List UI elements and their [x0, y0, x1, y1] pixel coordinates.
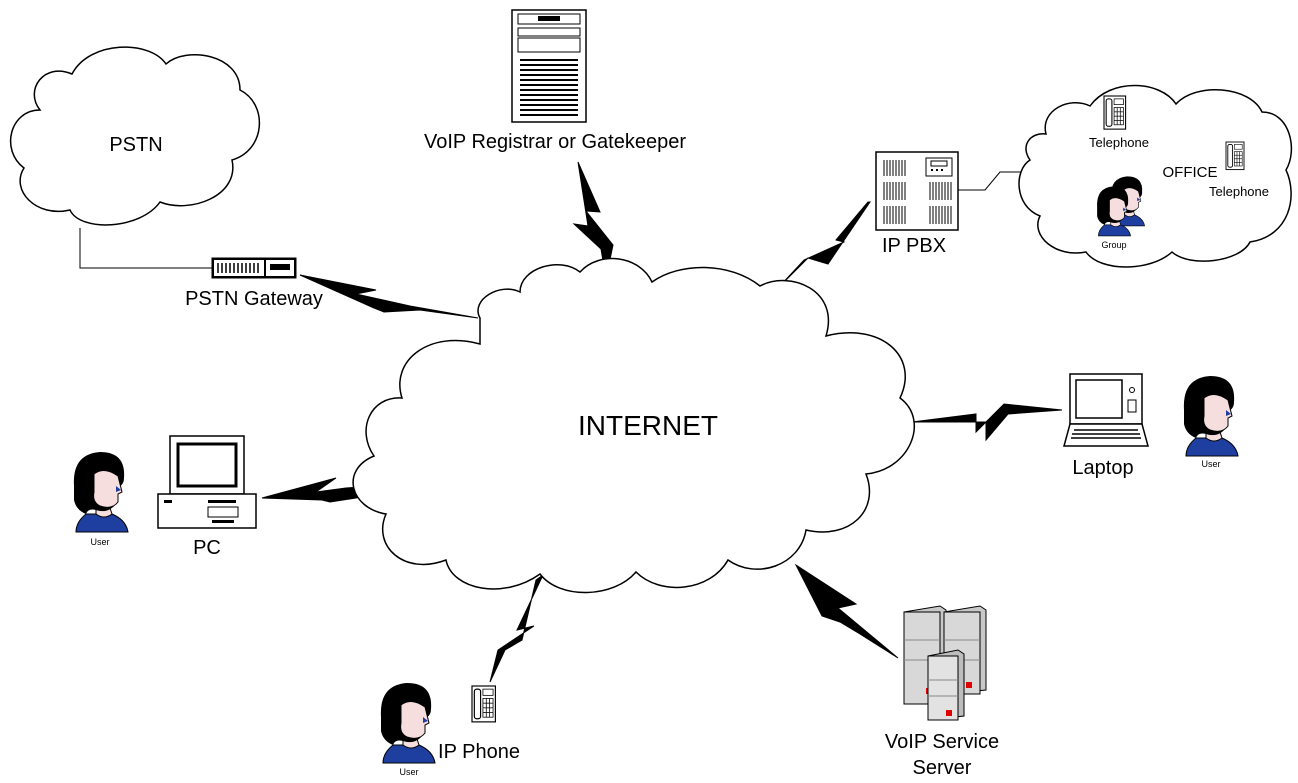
service-server-label-line1: VoIP Service — [885, 731, 999, 753]
pstn-gateway-label: PSTN Gateway — [185, 288, 323, 310]
laptop-icon — [1063, 373, 1149, 447]
pc-user-label: User — [90, 537, 109, 547]
office-telephone-1-label: Telephone — [1089, 135, 1149, 150]
office-telephone-2-label: Telephone — [1209, 184, 1269, 199]
office-group-label: Group — [1101, 240, 1126, 250]
pc-user-icon — [73, 451, 129, 533]
lightning-link-icon — [261, 161, 1063, 683]
gateway-icon — [211, 257, 297, 279]
ip-pbx-icon — [875, 151, 959, 231]
internet-label: INTERNET — [578, 410, 718, 441]
pc-label: PC — [193, 537, 221, 559]
pstn-to-gateway-line — [79, 228, 212, 269]
ip-phone-user-label: User — [399, 767, 418, 777]
server-cluster-icon — [903, 605, 987, 721]
office-label: OFFICE — [1163, 164, 1218, 181]
pbx-to-office-line — [958, 171, 1026, 191]
desktop-pc-icon — [157, 435, 257, 529]
internet-cloud: INTERNET — [352, 257, 916, 594]
laptop-label: Laptop — [1072, 457, 1133, 479]
registrar-label: VoIP Registrar or Gatekeeper — [424, 131, 686, 153]
ip-phone-user-icon — [380, 682, 436, 764]
service-server-label-line2: Server — [913, 757, 972, 778]
office-cloud: Telephone OFFICE Telephone Group — [1018, 84, 1293, 268]
office-telephone-2-icon — [1225, 141, 1245, 171]
pstn-label: PSTN — [109, 134, 162, 156]
ip-phone-icon — [471, 685, 496, 723]
server-tower-icon — [511, 9, 587, 123]
laptop-user-label: User — [1201, 459, 1220, 469]
ip-phone-label: IP Phone — [438, 741, 520, 763]
laptop-user-icon — [1183, 375, 1239, 457]
pstn-cloud: PSTN — [9, 46, 261, 226]
ip-pbx-label: IP PBX — [882, 235, 946, 257]
office-telephone-1-icon — [1103, 95, 1127, 130]
